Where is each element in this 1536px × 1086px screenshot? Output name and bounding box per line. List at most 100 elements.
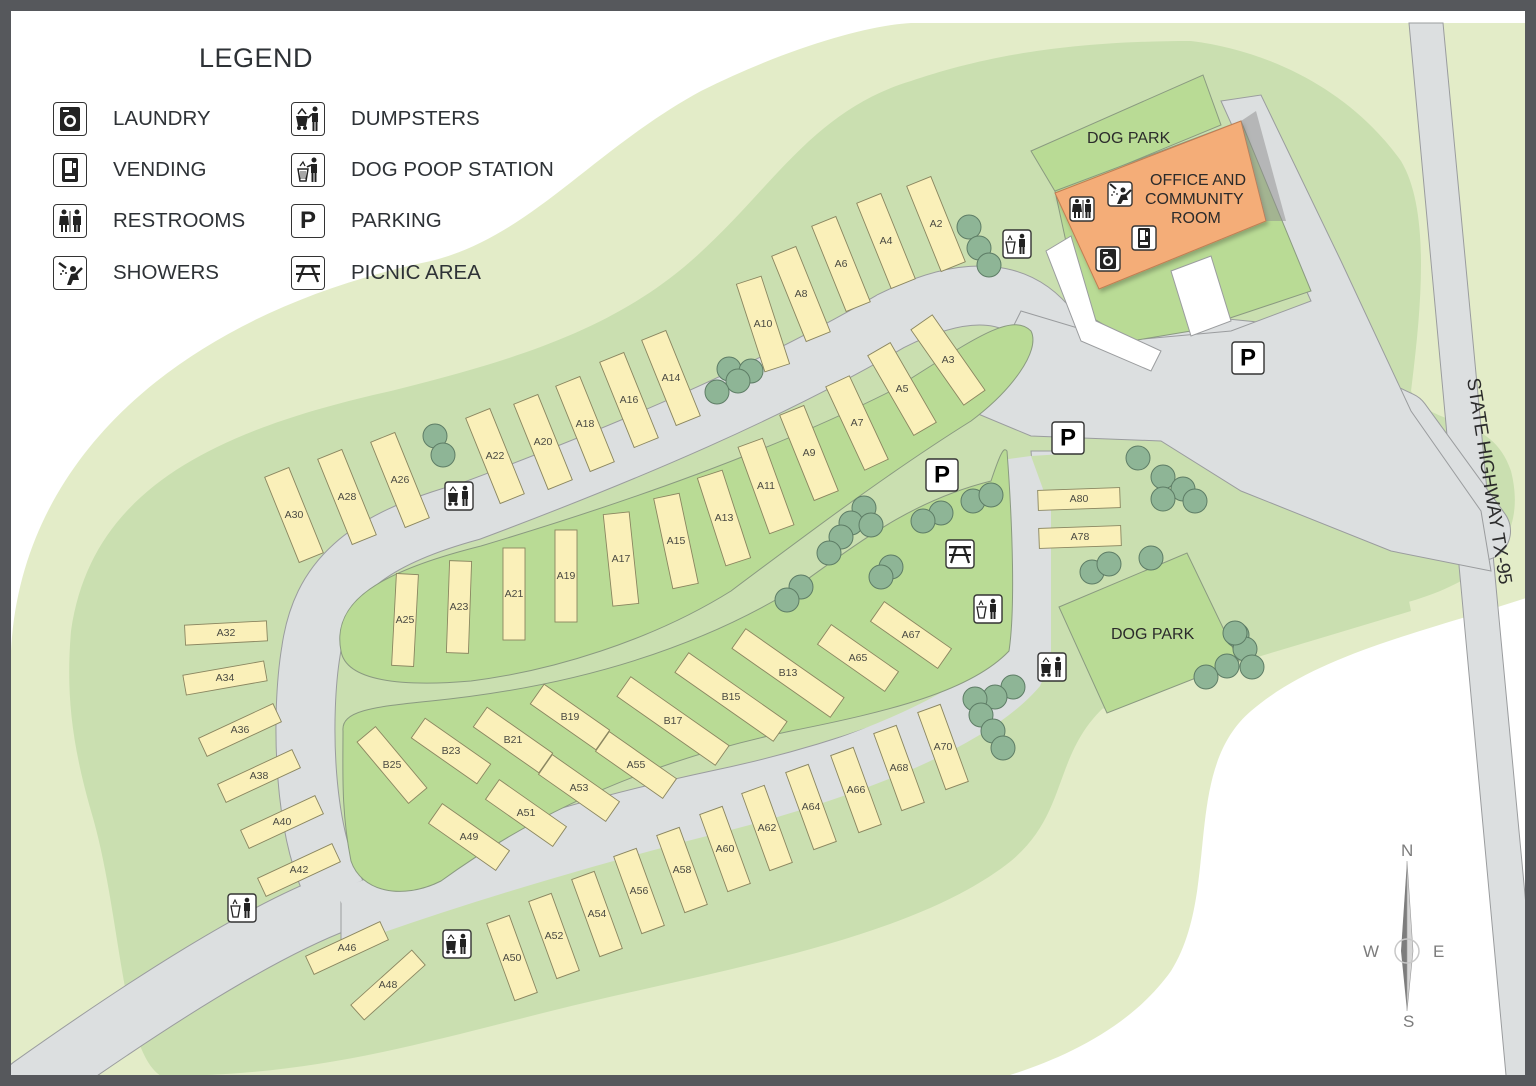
campsite-pad[interactable]: [653, 492, 699, 590]
campsite-pad[interactable]: [555, 375, 615, 473]
campsite-pad[interactable]: [410, 717, 492, 785]
campsite-pad[interactable]: [906, 175, 966, 273]
campsite-pad[interactable]: [816, 624, 900, 692]
campsite-a2[interactable]: A2: [906, 175, 966, 273]
campsite-a49[interactable]: A49: [427, 803, 511, 871]
campsite-a51[interactable]: A51: [484, 779, 568, 847]
campsite-pad[interactable]: [513, 393, 573, 491]
campsite-pad[interactable]: [613, 847, 665, 935]
campsite-a15[interactable]: A15: [653, 492, 699, 590]
campsite-a8[interactable]: A8: [771, 245, 831, 343]
campsite-pad[interactable]: [370, 431, 430, 529]
campsite-a36[interactable]: A36: [198, 703, 282, 757]
campsite-pad[interactable]: [217, 749, 301, 803]
campsite-a50[interactable]: A50: [486, 914, 538, 1002]
campsite-pad[interactable]: [785, 763, 837, 851]
campsite-pad[interactable]: [830, 746, 882, 834]
campsite-pad[interactable]: [656, 826, 708, 914]
campsite-a42[interactable]: A42: [257, 843, 341, 897]
campsite-a3[interactable]: A3: [910, 314, 986, 406]
campsite-a53[interactable]: A53: [537, 754, 621, 822]
campsite-a78[interactable]: A78: [1038, 525, 1122, 549]
campsite-pad[interactable]: [528, 892, 580, 980]
campsite-a10[interactable]: A10: [735, 275, 791, 373]
campsite-pad[interactable]: [484, 779, 568, 847]
campsite-b19[interactable]: B19: [529, 683, 611, 751]
campsite-pad[interactable]: [305, 921, 389, 975]
campsite-b23[interactable]: B23: [410, 717, 492, 785]
campsite-a60[interactable]: A60: [699, 805, 751, 893]
campsite-a56[interactable]: A56: [613, 847, 665, 935]
campsite-pad[interactable]: [184, 620, 268, 646]
campsite-pad[interactable]: [198, 703, 282, 757]
campsite-a55[interactable]: A55: [594, 731, 678, 799]
campsite-pad[interactable]: [735, 275, 791, 373]
campsite-pad[interactable]: [856, 192, 916, 290]
campsite-pad[interactable]: [869, 601, 953, 669]
campsite-pad[interactable]: [350, 949, 426, 1021]
campsite-pad[interactable]: [699, 805, 751, 893]
campsite-a80[interactable]: A80: [1037, 487, 1121, 511]
campsite-pad[interactable]: [594, 731, 678, 799]
campsite-a11[interactable]: A11: [737, 437, 795, 535]
campsite-pad[interactable]: [696, 469, 752, 567]
campsite-a46[interactable]: A46: [305, 921, 389, 975]
campsite-pad[interactable]: [264, 466, 324, 564]
campsite-b25[interactable]: B25: [356, 726, 428, 804]
campsite-b13[interactable]: B13: [731, 628, 845, 718]
campsite-pad[interactable]: [825, 375, 889, 471]
campsite-pad[interactable]: [917, 703, 969, 791]
campsite-a16[interactable]: A16: [599, 351, 659, 449]
campsite-a54[interactable]: A54: [571, 870, 623, 958]
campsite-a66[interactable]: A66: [830, 746, 882, 834]
campsite-pad[interactable]: [472, 706, 554, 774]
campsite-a17[interactable]: A17: [602, 511, 640, 607]
campsite-a34[interactable]: A34: [182, 660, 268, 696]
campsite-a65[interactable]: A65: [816, 624, 900, 692]
campsite-pad[interactable]: [317, 448, 377, 546]
campsite-a28[interactable]: A28: [317, 448, 377, 546]
campsite-a48[interactable]: A48: [350, 949, 426, 1021]
campsite-pad[interactable]: [554, 529, 578, 623]
campsite-pad[interactable]: [741, 784, 793, 872]
campsite-pad[interactable]: [486, 914, 538, 1002]
campsite-pad[interactable]: [1037, 487, 1121, 511]
campsite-pad[interactable]: [529, 683, 611, 751]
campsite-pad[interactable]: [779, 404, 839, 502]
campsite-a22[interactable]: A22: [465, 407, 525, 505]
campsite-a18[interactable]: A18: [555, 375, 615, 473]
campsite-pad[interactable]: [571, 870, 623, 958]
campsite-a70[interactable]: A70: [917, 703, 969, 791]
campsite-a20[interactable]: A20: [513, 393, 573, 491]
campsite-pad[interactable]: [465, 407, 525, 505]
campsite-pad[interactable]: [811, 215, 871, 313]
campsite-a13[interactable]: A13: [696, 469, 752, 567]
campsite-pad[interactable]: [674, 652, 788, 742]
campsite-pad[interactable]: [537, 754, 621, 822]
campsite-pad[interactable]: [867, 342, 937, 436]
campsite-pad[interactable]: [873, 724, 925, 812]
campsite-b21[interactable]: B21: [472, 706, 554, 774]
campsite-a23[interactable]: A23: [445, 560, 473, 654]
campsite-pad[interactable]: [910, 314, 986, 406]
campsite-a64[interactable]: A64: [785, 763, 837, 851]
campsite-a25[interactable]: A25: [391, 573, 419, 667]
campsite-pad[interactable]: [599, 351, 659, 449]
campsite-pad[interactable]: [240, 795, 324, 849]
campsite-pad[interactable]: [602, 511, 640, 607]
campsite-pad[interactable]: [731, 628, 845, 718]
campsite-a5[interactable]: A5: [867, 342, 937, 436]
campsite-pad[interactable]: [616, 676, 730, 766]
campsite-a62[interactable]: A62: [741, 784, 793, 872]
campsite-a58[interactable]: A58: [656, 826, 708, 914]
campsite-a4[interactable]: A4: [856, 192, 916, 290]
campsite-a19[interactable]: A19: [554, 529, 578, 623]
campsite-b15[interactable]: B15: [674, 652, 788, 742]
campsite-a67[interactable]: A67: [869, 601, 953, 669]
campsite-pad[interactable]: [356, 726, 428, 804]
campsite-pad[interactable]: [445, 560, 473, 654]
campsite-a14[interactable]: A14: [641, 329, 701, 427]
campsite-pad[interactable]: [427, 803, 511, 871]
campsite-a6[interactable]: A6: [811, 215, 871, 313]
campsite-a21[interactable]: A21: [502, 547, 526, 641]
